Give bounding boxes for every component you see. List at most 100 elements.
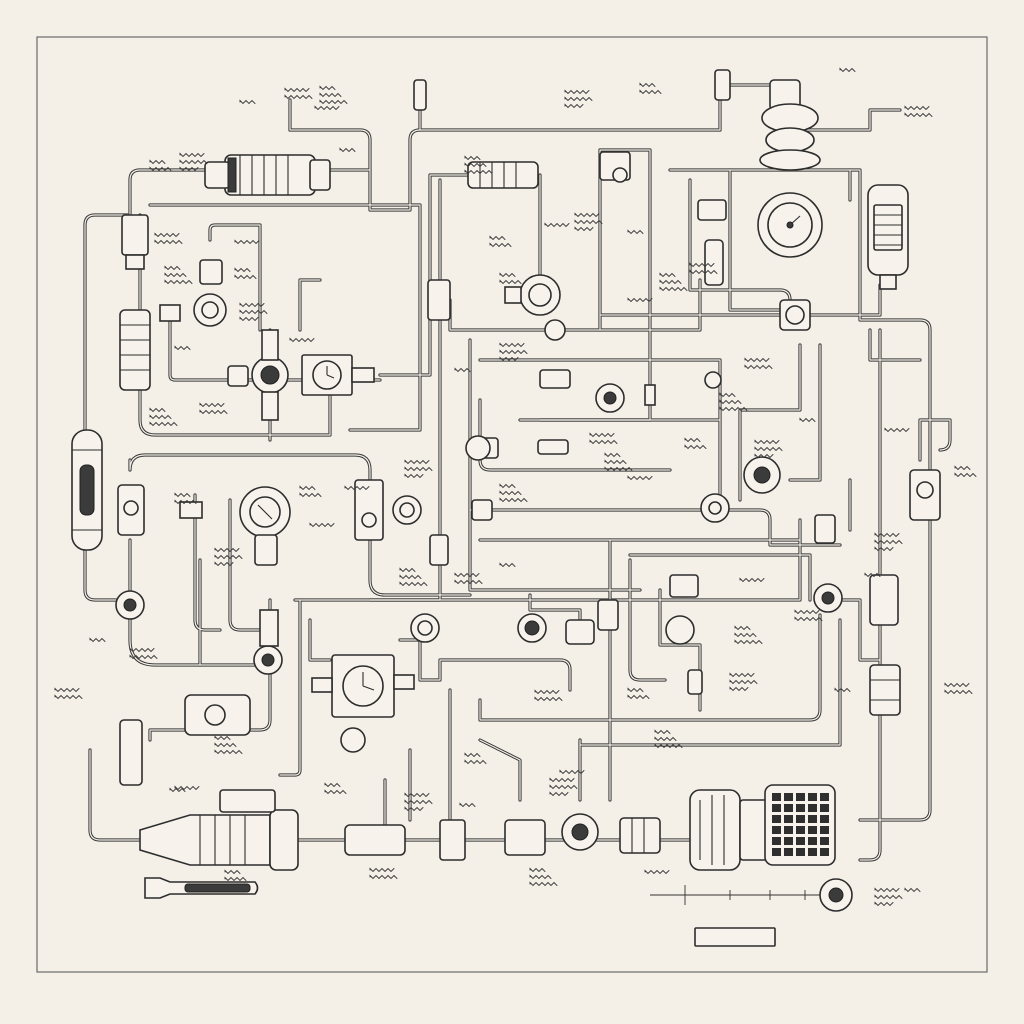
annotation-scribble — [659, 279, 682, 285]
radiator-cell — [772, 848, 781, 856]
radiator-cell — [820, 848, 829, 856]
upper-left-pump — [204, 154, 331, 196]
annotation-label — [454, 572, 483, 585]
pipe-bore — [919, 419, 951, 461]
annotation-scribble — [404, 792, 430, 798]
annotation-label — [684, 437, 707, 450]
annotation-scribble — [589, 439, 618, 445]
annotation-scribble — [499, 562, 516, 568]
pipe-bore — [479, 399, 671, 471]
annotation-scribble — [864, 572, 881, 578]
pipe-segment — [398, 638, 572, 692]
annotation-scribble — [129, 647, 155, 653]
annotation-scribble — [739, 577, 765, 583]
annotation-scribble — [224, 876, 247, 882]
pipe-bore — [479, 359, 721, 501]
annotation-scribble — [149, 159, 166, 165]
pipe-bore — [209, 224, 261, 331]
radiator-cell — [808, 826, 817, 834]
annotation-scribble — [404, 459, 430, 465]
annotation-scribble — [874, 532, 900, 538]
annotation-label — [549, 777, 578, 797]
pipe-bore — [449, 279, 701, 331]
annotation-scribble — [324, 782, 341, 788]
annotation-scribble — [604, 452, 621, 458]
pipe-bore — [479, 739, 521, 801]
annotation-label — [559, 769, 585, 775]
annotation-label — [729, 672, 758, 692]
annotation-scribble — [239, 302, 265, 308]
annotation-label — [954, 465, 977, 478]
pipe-network — [83, 83, 952, 862]
annotation-scribble — [179, 159, 208, 165]
annotation-scribble — [627, 229, 644, 235]
annotation-scribble — [534, 689, 560, 695]
annotation-scribble — [549, 791, 569, 797]
radiator-cell — [808, 793, 817, 801]
annotation-label — [174, 345, 191, 351]
annotation-scribble — [754, 439, 780, 445]
radiator-cell — [784, 848, 793, 856]
annotation-scribble — [834, 687, 851, 693]
annotation-scribble — [627, 687, 644, 693]
radiator-cell — [820, 837, 829, 845]
annotation-scribble — [404, 799, 433, 805]
annotation-label — [214, 735, 243, 755]
annotation-label — [404, 459, 433, 479]
annotation-label — [459, 802, 476, 808]
annotation-scribble — [564, 103, 584, 109]
annotation-scribble — [744, 364, 773, 370]
radiator-cell — [820, 793, 829, 801]
annotation-scribble — [224, 869, 241, 875]
annotation-label — [499, 562, 516, 568]
annotation-scribble — [214, 749, 243, 755]
annotation-scribble — [689, 269, 718, 275]
pipe-bore — [629, 554, 811, 601]
pipe-bore — [229, 129, 371, 171]
pipe-bore — [149, 204, 421, 431]
annotation-label — [627, 475, 653, 481]
annotation-scribble — [299, 492, 322, 498]
annotation-scribble — [464, 169, 493, 175]
annotation-label — [309, 522, 335, 528]
radiator-cell — [808, 848, 817, 856]
annotation-label — [627, 229, 644, 235]
annotation-scribble — [874, 894, 903, 900]
annotation-scribble — [684, 437, 701, 443]
pipe-bore — [669, 169, 931, 821]
annotation-scribble — [239, 309, 268, 315]
annotation-label — [454, 367, 471, 373]
pipe-segment — [448, 278, 702, 332]
annotation-scribble — [574, 219, 603, 225]
pipe-segment — [628, 553, 812, 602]
annotation-label — [564, 89, 593, 109]
annotation-label — [369, 867, 398, 880]
bottom-right-radiator — [764, 784, 836, 866]
annotation-scribble — [499, 342, 525, 348]
annotation-scribble — [499, 483, 516, 489]
radiator-cell — [784, 815, 793, 823]
annotation-label — [644, 869, 670, 875]
annotation-scribble — [529, 874, 552, 880]
annotation-scribble — [129, 654, 158, 660]
top-right-dial — [697, 69, 823, 331]
pipe-segment — [193, 493, 222, 667]
annotation-scribble — [719, 406, 748, 412]
right-filter — [867, 184, 941, 521]
annotation-scribble — [729, 672, 755, 678]
annotation-label — [299, 485, 322, 498]
annotation-label — [794, 609, 823, 622]
annotation-scribble — [874, 901, 894, 907]
pipe-segment — [578, 618, 842, 802]
radiator-cell — [796, 848, 805, 856]
annotation-scribble — [179, 152, 205, 158]
annotation-scribble — [214, 547, 240, 553]
pipe-bore — [169, 309, 381, 381]
annotation-scribble — [234, 267, 251, 273]
annotation-scribble — [659, 286, 688, 292]
annotation-scribble — [499, 349, 528, 355]
radiator-cell — [784, 826, 793, 834]
annotation-scribble — [654, 736, 677, 742]
radiator-cell — [784, 837, 793, 845]
annotation-scribble — [794, 609, 820, 615]
